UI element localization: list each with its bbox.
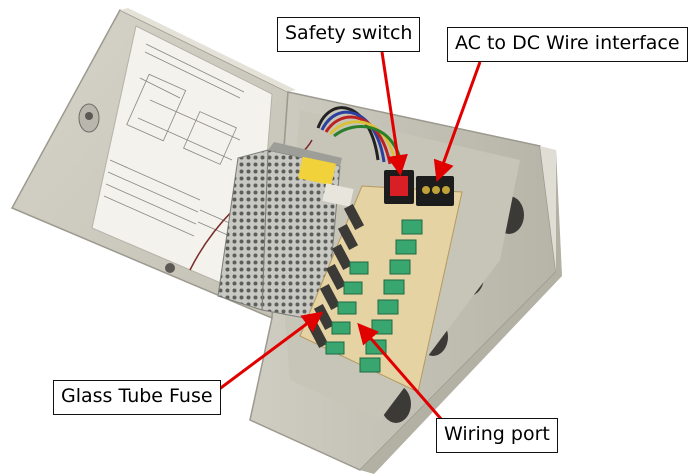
terminal-row [325,219,423,373]
arrow-safety-switch [380,51,408,177]
distribution-board [299,170,463,393]
safety-switch [384,170,414,204]
arrow-glass-fuse [217,311,324,392]
power-module [217,142,354,323]
safety-switch-label: Safety switch [277,17,421,52]
wiring-port-label: Wiring port [436,418,558,453]
glass-tube-fuse-label: Glass Tube Fuse [53,380,221,415]
arrow-wiring-port [357,322,444,421]
fuse-row [307,204,365,348]
callout-arrows [217,51,482,421]
ac-to-dc-label: AC to DC Wire interface [447,27,688,62]
enclosure-lid [10,8,296,320]
ac-terminal-block [416,176,454,206]
lock-icon [78,103,100,133]
arrow-ac-to-dc [433,61,482,182]
